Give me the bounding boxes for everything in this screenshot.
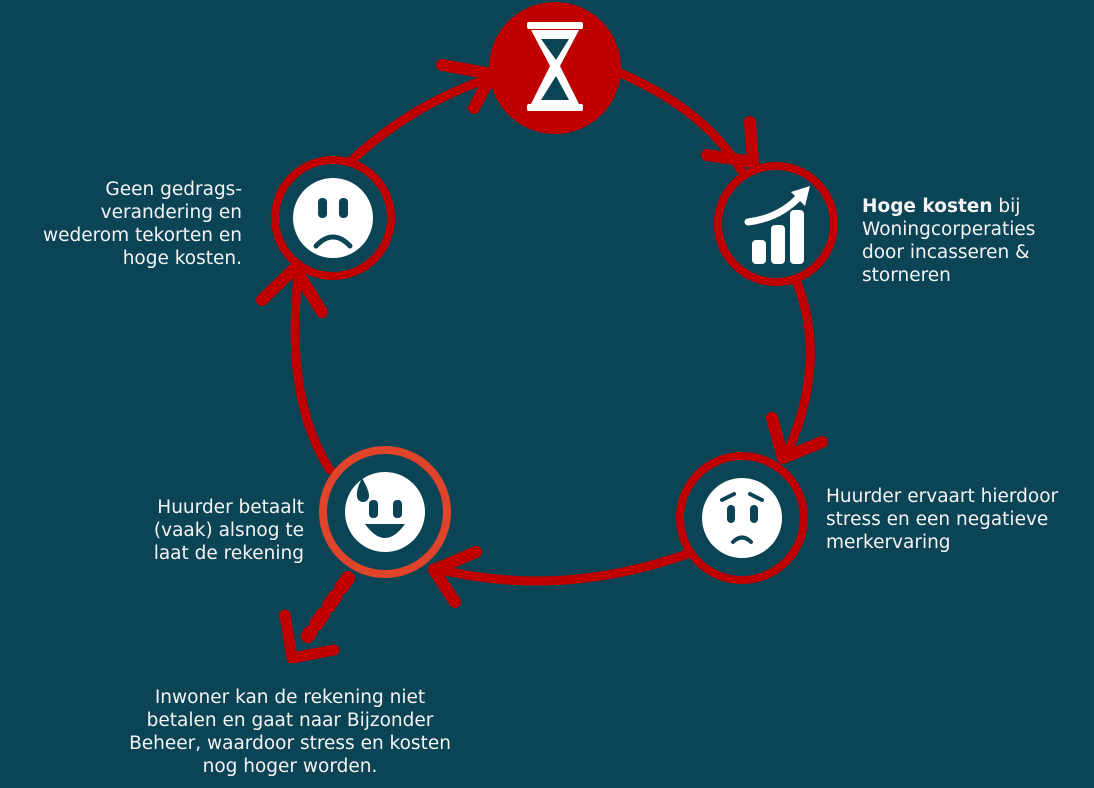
node-top	[489, 2, 621, 134]
arrowhead-left	[256, 262, 328, 318]
node-left-bottom	[319, 446, 451, 578]
arrowhead-bottom	[428, 546, 482, 608]
node-left-top	[271, 156, 395, 280]
sweat-smile-face-icon	[345, 472, 425, 552]
rising-chart-icon	[744, 186, 810, 264]
label-bold: Hoge kosten	[862, 196, 993, 217]
label-left-bottom: Huurder betaalt (vaak) alsnog te laat de…	[153, 497, 304, 564]
arc-rightbottom-to-leftbottom	[428, 548, 695, 586]
exit-arrow	[279, 571, 355, 664]
sad-face-icon	[293, 178, 373, 258]
node-right-bottom	[676, 452, 808, 584]
arrowhead-right	[766, 412, 828, 464]
node-right-top	[714, 162, 838, 286]
arc-leftbottom-to-lefttop	[290, 273, 335, 475]
arc-lefttop-to-top	[345, 72, 497, 167]
label-exit: Inwoner kan de rekening niet betalen en …	[129, 687, 451, 777]
label-right-bottom: Huurder ervaart hierdoor stress en een n…	[826, 486, 1059, 553]
worried-face-icon	[702, 478, 782, 558]
label-left-top: Geen gedrags- verandering en wederom tek…	[42, 179, 242, 269]
arrowhead-top-right	[701, 116, 759, 168]
arc-right-to-rightbottom	[780, 273, 815, 463]
hourglass-icon	[527, 22, 583, 111]
label-right-top: Hoge kosten bij Woningcorperaties door i…	[862, 196, 1036, 286]
